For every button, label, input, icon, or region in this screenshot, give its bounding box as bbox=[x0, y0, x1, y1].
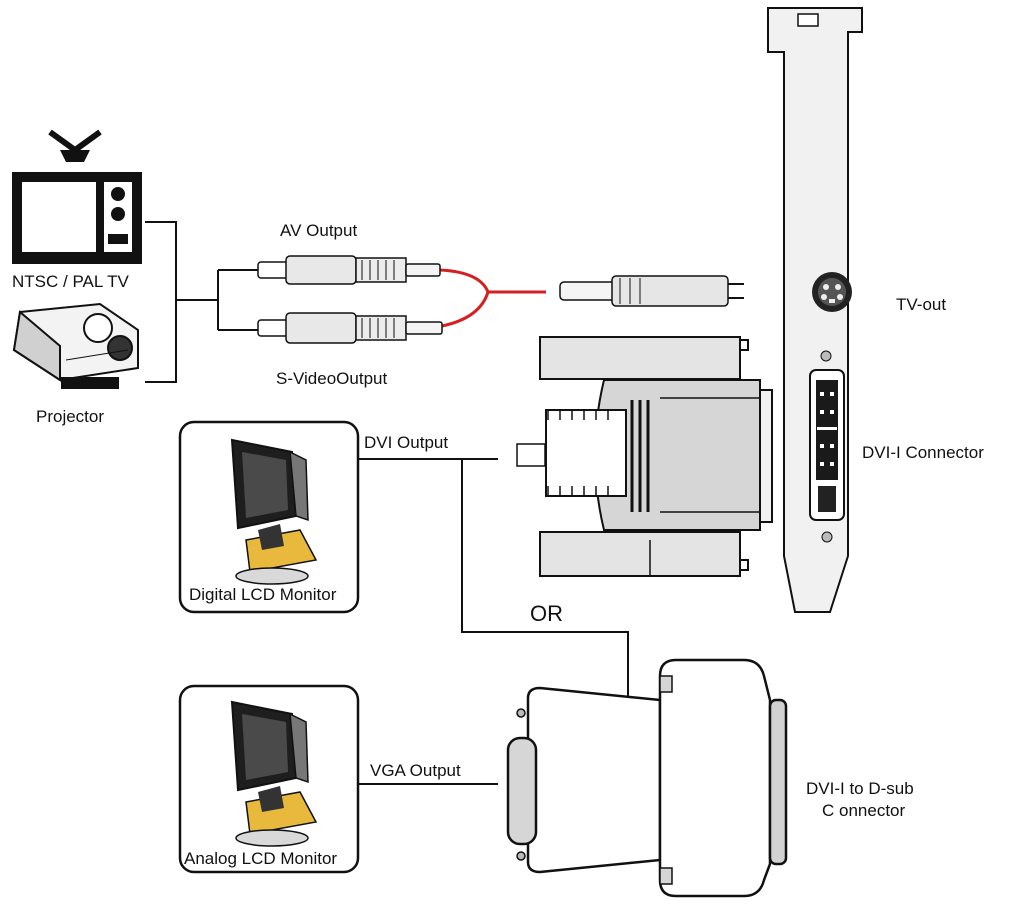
svideo-plug bbox=[559, 275, 744, 307]
projector-label: Projector bbox=[36, 407, 105, 426]
dvi-port-icon bbox=[809, 350, 845, 543]
tv-out-label: TV-out bbox=[896, 295, 947, 314]
adapter-label-line1: DVI-I to D-sub bbox=[806, 779, 914, 798]
av-output-label: AV Output bbox=[280, 221, 358, 240]
svideo-output-plug bbox=[257, 312, 443, 344]
dvi-dsub-adapter bbox=[506, 658, 788, 898]
projector-icon bbox=[12, 302, 139, 389]
digital-monitor-box bbox=[178, 420, 360, 614]
av-output-plug bbox=[257, 255, 441, 285]
lcd-monitor-icon bbox=[230, 700, 318, 847]
dvi-plug bbox=[516, 336, 773, 577]
dvi-output-wires bbox=[358, 458, 629, 698]
vga-output-label: VGA Output bbox=[370, 761, 461, 780]
adapter-label-line2: C onnector bbox=[822, 801, 906, 820]
or-label: OR bbox=[530, 601, 563, 626]
tv-icon bbox=[12, 129, 142, 264]
digital-monitor-label: Digital LCD Monitor bbox=[189, 585, 337, 604]
tv-projector-wires bbox=[145, 221, 258, 383]
analog-monitor-label: Analog LCD Monitor bbox=[184, 849, 338, 868]
tv-label: NTSC / PAL TV bbox=[12, 272, 129, 291]
dvi-connector-label: DVI-I Connector bbox=[862, 443, 984, 462]
dvi-output-label: DVI Output bbox=[364, 433, 449, 452]
lcd-monitor-icon bbox=[230, 438, 318, 585]
svideo-port-icon bbox=[812, 272, 852, 312]
card-bracket bbox=[767, 7, 863, 613]
analog-monitor-box bbox=[178, 684, 360, 874]
svideo-output-label: S-VideoOutput bbox=[276, 369, 388, 388]
red-y-cable bbox=[439, 268, 546, 328]
